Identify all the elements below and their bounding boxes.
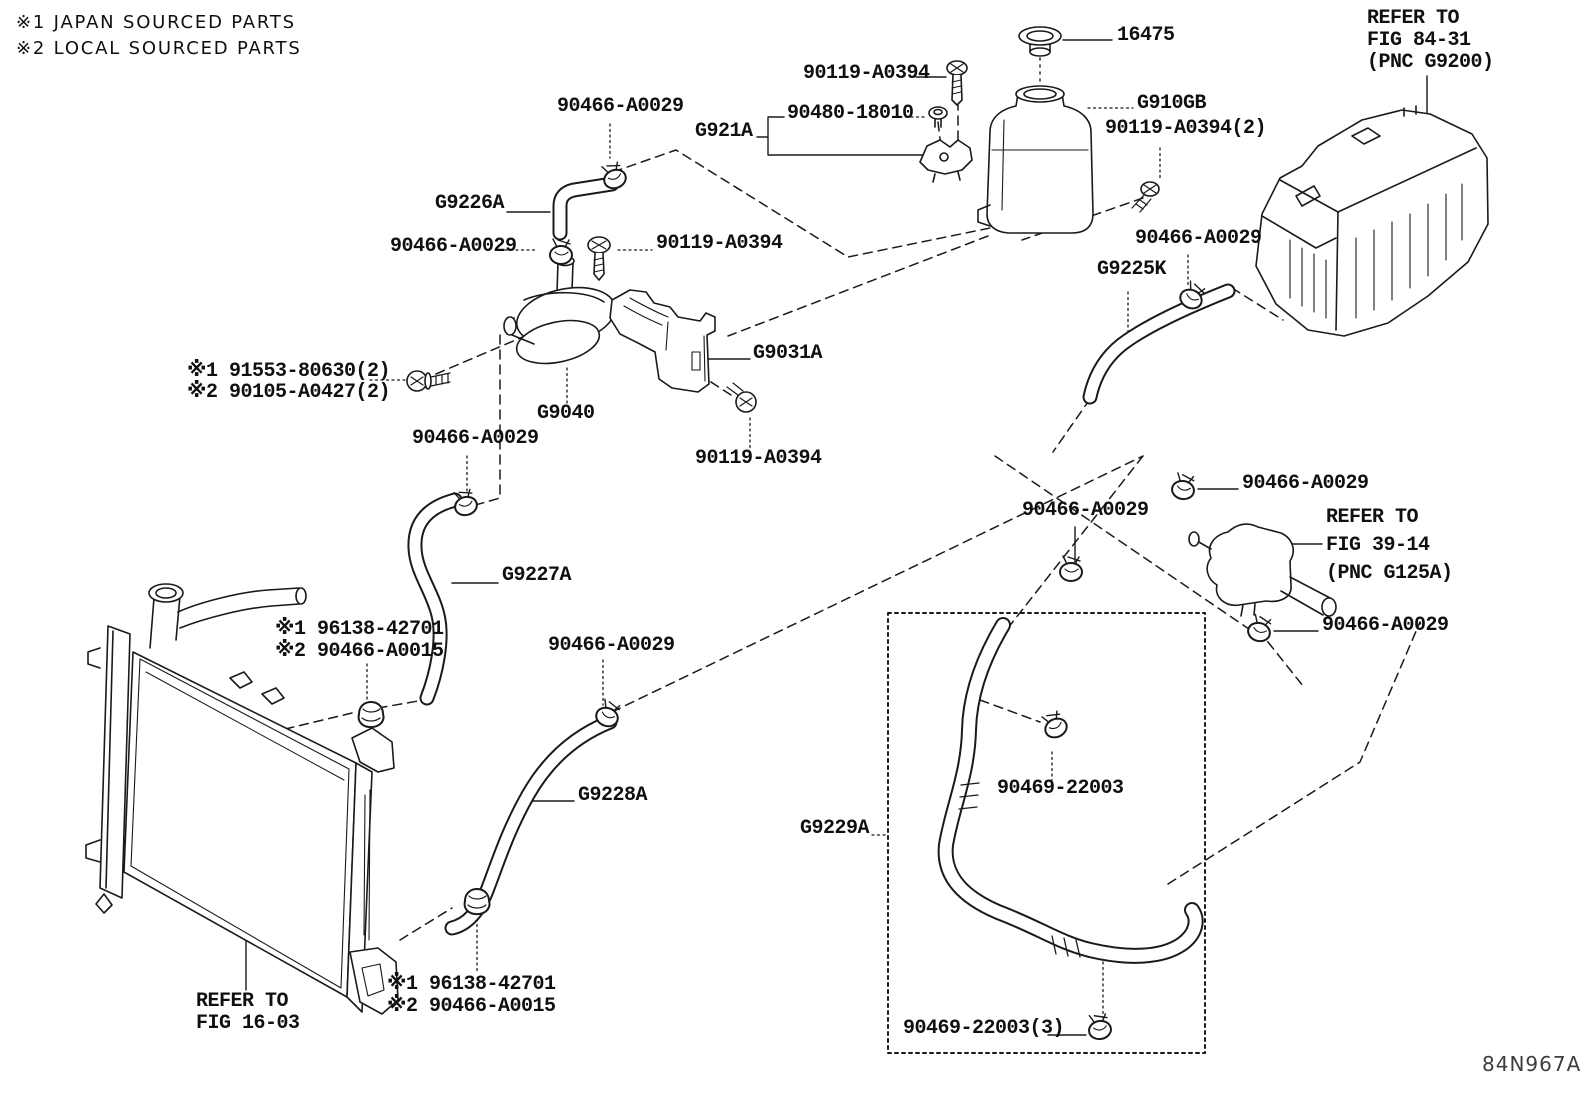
hose-g9227a <box>415 500 455 698</box>
label-hose-clips-mid: ※1 96138-42701 ※2 90466-A0015 <box>275 618 444 663</box>
label-refer-fig-84-31: REFER TO FIG 84-31 (PNC G9200) <box>1367 7 1494 74</box>
label-clamp-g9227-upper: 90466-A0029 <box>412 427 539 450</box>
g9229-group-box <box>888 613 1205 1053</box>
screw-90119-top <box>947 61 967 105</box>
inverter-unit <box>1256 106 1488 336</box>
label-hose-g9227a: G9227A <box>502 564 572 587</box>
legend-local-sourced: ※2 LOCAL SOURCED PARTS <box>16 38 302 59</box>
label-bolt-bracket: 90119-A0394 <box>695 447 822 470</box>
hose-g9225k <box>1090 291 1228 397</box>
label-hose-clips-bottom: ※1 96138-42701 ※2 90466-A0015 <box>387 973 556 1018</box>
bolt-91553 <box>407 371 450 391</box>
cushion-clip <box>357 701 385 729</box>
label-clamp-g9228-upper: 90466-A0029 <box>548 634 675 657</box>
label-tank-g910gb: G910GB <box>1137 92 1207 115</box>
label-hose-g9229a: G9229A <box>800 817 870 840</box>
label-clamp-mid: 90466-A0029 <box>1022 499 1149 522</box>
hose-clamp <box>450 486 480 519</box>
reservoir-cap <box>1019 27 1061 56</box>
hose-clamp <box>1085 1011 1114 1042</box>
label-bracket-g9031a: G9031A <box>753 342 823 365</box>
hose-g9226a <box>560 184 612 233</box>
drawing-number: 84N967A <box>1482 1052 1582 1076</box>
label-pump-g9040: G9040 <box>537 402 595 425</box>
label-pump-bolts: ※1 91553-80630(2) ※2 90105-A0427(2) <box>187 360 390 404</box>
radiator <box>86 584 398 1014</box>
hose-clamp <box>1169 471 1198 502</box>
screw-90119-mid <box>588 237 610 280</box>
hose-clamp <box>1245 612 1275 645</box>
label-hose-g9226a: G9226A <box>435 192 505 215</box>
hose-clamp <box>549 238 573 265</box>
label-grommet-90480: 90480-18010 <box>787 102 914 125</box>
label-clamps-g9229-lower: 90469-22003(3) <box>903 1017 1065 1040</box>
cushion-clip <box>463 888 491 916</box>
reservoir-bracket-g921a <box>920 140 972 182</box>
label-clamp-g9225: 90466-A0029 <box>1135 227 1262 250</box>
label-refer-fig-16-03: REFER TO FIG 16-03 <box>196 990 300 1035</box>
label-refer-fig-39-14: REFER TO FIG 39-14 (PNC G125A) <box>1326 506 1453 585</box>
label-screw-90119-top: 90119-A0394 <box>803 62 930 85</box>
label-bolts-90119x2: 90119-A0394(2) <box>1105 117 1267 140</box>
label-bracket-g921a: G921A <box>695 120 753 143</box>
label-clamp-valve: 90466-A0029 <box>1322 614 1449 637</box>
hidden-edge-dotted-lines <box>220 58 1040 830</box>
leader-lines-dotted <box>367 108 1188 1018</box>
reservoir-tank <box>978 86 1093 233</box>
leader-lines-solid <box>246 40 1427 1035</box>
water-valve-housing <box>1189 524 1336 616</box>
radiator-filler-neck <box>149 584 306 648</box>
hose-clamp <box>1059 555 1083 582</box>
label-clamp-outlet: 90466-A0029 <box>1242 472 1369 495</box>
label-hose-g9228a: G9228A <box>578 784 648 807</box>
hose-g9229a <box>946 625 1196 957</box>
label-clamp-g9226-lower: 90466-A0029 <box>390 235 517 258</box>
label-clamp-g9229-upper: 90469-22003 <box>997 777 1124 800</box>
label-screw-90119-mid: 90119-A0394 <box>656 232 783 255</box>
g921a-bracket-leader <box>757 117 938 155</box>
label-clamp-g9226-upper: 90466-A0029 <box>557 95 684 118</box>
label-cap-16475: 16475 <box>1117 24 1175 47</box>
pump-bracket-g9031a <box>610 290 715 392</box>
bolt-90119-bracket <box>727 383 756 412</box>
grommet-90480 <box>929 107 947 127</box>
bolt-90119x2 <box>1132 182 1159 212</box>
hose-clamp <box>1038 707 1071 742</box>
legend-japan-sourced: ※1 JAPAN SOURCED PARTS <box>16 12 296 33</box>
label-hose-g9225k: G9225K <box>1097 258 1167 281</box>
